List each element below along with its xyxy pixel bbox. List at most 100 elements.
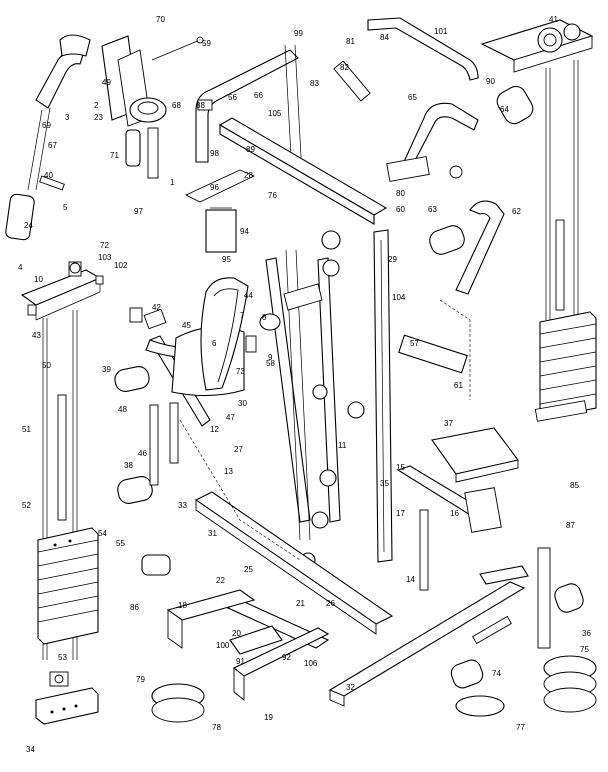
- callout-100: 100: [216, 641, 230, 650]
- callout-49: 49: [102, 78, 111, 87]
- callout-5: 5: [63, 203, 68, 212]
- callout-74: 74: [492, 669, 501, 678]
- callout-8: 8: [262, 313, 267, 322]
- callout-50: 50: [42, 361, 51, 370]
- callout-41: 41: [549, 15, 558, 24]
- callout-31: 31: [208, 529, 217, 538]
- callout-54: 54: [98, 529, 107, 538]
- callout-24: 24: [24, 221, 33, 230]
- callout-95: 95: [222, 255, 231, 264]
- base-frame: [166, 491, 551, 707]
- callout-30: 30: [238, 399, 247, 408]
- callout-36: 36: [582, 629, 591, 638]
- callout-103: 103: [98, 253, 112, 262]
- callout-65: 65: [408, 93, 417, 102]
- callout-73: 73: [236, 367, 245, 376]
- callout-87: 87: [566, 521, 575, 530]
- callout-106: 106: [304, 659, 318, 668]
- callout-104: 104: [392, 293, 406, 302]
- callout-46: 46: [138, 449, 147, 458]
- callout-16: 16: [450, 509, 459, 518]
- callout-72: 72: [100, 241, 109, 250]
- callout-34: 34: [26, 745, 35, 754]
- callout-59: 59: [202, 39, 211, 48]
- callout-80: 80: [396, 189, 405, 198]
- callout-17: 17: [396, 509, 405, 518]
- callout-105: 105: [268, 109, 282, 118]
- callout-69: 69: [42, 121, 51, 130]
- callout-48: 48: [118, 405, 127, 414]
- callout-12: 12: [210, 425, 219, 434]
- center-column: [259, 230, 365, 568]
- callout-96: 96: [210, 183, 219, 192]
- callout-97: 97: [134, 207, 143, 216]
- callout-79: 79: [136, 675, 145, 684]
- roller-pads: [129, 307, 584, 689]
- seat-pad: [396, 427, 519, 533]
- right-weight-stack: [539, 311, 597, 419]
- callout-94: 94: [240, 227, 249, 236]
- cables: [151, 299, 597, 723]
- callout-56: 56: [228, 93, 237, 102]
- lat-pulldown-bar: [333, 17, 534, 295]
- callout-67: 67: [48, 141, 57, 150]
- callout-20: 20: [232, 629, 241, 638]
- callout-32: 32: [346, 683, 355, 692]
- callout-102: 102: [114, 261, 128, 270]
- callout-98: 98: [210, 149, 219, 158]
- callout-55: 55: [116, 539, 125, 548]
- callout-4: 4: [18, 263, 23, 272]
- leg-developer-arm: [5, 34, 91, 241]
- callout-78: 78: [212, 723, 221, 732]
- callout-33: 33: [178, 501, 187, 510]
- callout-52: 52: [22, 501, 31, 510]
- callout-45: 45: [182, 321, 191, 330]
- callout-61: 61: [454, 381, 463, 390]
- callout-21: 21: [296, 599, 305, 608]
- callout-27: 27: [234, 445, 243, 454]
- callout-66: 66: [254, 91, 263, 100]
- upper-pulley-bracket-left: [101, 35, 204, 179]
- callout-53: 53: [58, 653, 67, 662]
- callout-76: 76: [268, 191, 277, 200]
- callout-84: 84: [380, 33, 389, 42]
- callout-40: 40: [44, 171, 53, 180]
- callout-43: 43: [32, 331, 41, 340]
- callout-39: 39: [102, 365, 111, 374]
- callout-91: 91: [236, 657, 245, 666]
- callout-3: 3: [65, 113, 70, 122]
- callout-77: 77: [516, 723, 525, 732]
- callout-58: 58: [266, 359, 275, 368]
- callout-42: 42: [152, 303, 161, 312]
- callout-15: 15: [396, 463, 405, 472]
- main-upright: [373, 229, 468, 563]
- callout-9: 9: [268, 353, 273, 362]
- upper-frame: [184, 44, 388, 253]
- callout-88: 88: [196, 101, 205, 110]
- callout-89: 89: [246, 145, 255, 154]
- callout-99: 99: [294, 29, 303, 38]
- callout-63: 63: [428, 205, 437, 214]
- callout-82: 82: [340, 63, 349, 72]
- callout-60: 60: [396, 205, 405, 214]
- callout-81: 81: [346, 37, 355, 46]
- callout-83: 83: [310, 79, 319, 88]
- callout-62: 62: [512, 207, 521, 216]
- callout-10: 10: [34, 275, 43, 284]
- callout-26: 26: [326, 599, 335, 608]
- callout-6: 6: [212, 339, 217, 348]
- callout-25: 25: [244, 565, 253, 574]
- callout-2: 2: [94, 101, 99, 110]
- right-weight-tower: [480, 19, 597, 422]
- callout-71: 71: [110, 151, 119, 160]
- callout-22: 22: [216, 576, 225, 585]
- left-weight-stack: [37, 527, 99, 645]
- callout-37: 37: [444, 419, 453, 428]
- callout-14: 14: [406, 575, 415, 584]
- callout-1: 1: [170, 178, 175, 187]
- callout-68: 68: [172, 101, 181, 110]
- callout-23: 23: [94, 113, 103, 122]
